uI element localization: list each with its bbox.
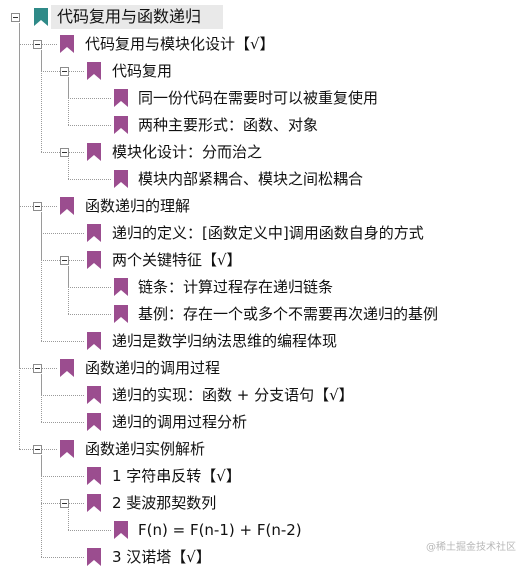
tree-connector [41, 341, 84, 342]
collapse-toggle[interactable] [33, 364, 42, 373]
tree-connector [41, 233, 84, 234]
collapse-toggle[interactable] [33, 202, 42, 211]
bookmark-icon [113, 115, 129, 135]
watermark: @稀土掘金技术社区 [426, 542, 516, 553]
bookmark-icon [86, 547, 102, 567]
tree-connector [68, 179, 111, 180]
bookmark-icon [86, 331, 102, 351]
node-label[interactable]: 递归的实现：函数 + 分支语句【√】 [112, 386, 354, 404]
tree-connector [68, 77, 69, 125]
node-label[interactable]: 基例：存在一个或多个不需要再次递归的基例 [138, 305, 439, 323]
tree-connector [68, 530, 111, 531]
node-label[interactable]: 2 斐波那契数列 [112, 494, 217, 512]
collapse-toggle[interactable] [60, 256, 69, 265]
node-label[interactable]: 1 字符串反转【√】 [112, 467, 241, 485]
tree-connector [41, 212, 42, 341]
node-label[interactable]: F(n) = F(n-1) + F(n-2) [138, 521, 302, 539]
selected-row-highlight [51, 5, 223, 29]
tree-connector [68, 158, 69, 179]
node-label[interactable]: 函数递归实例解析 [85, 440, 206, 458]
bookmark-icon [113, 277, 129, 297]
tree-connector [41, 455, 42, 557]
bookmark-icon [86, 250, 102, 270]
bookmark-icon [33, 7, 49, 27]
bookmark-icon [86, 142, 102, 162]
bookmark-icon [86, 223, 102, 243]
node-label[interactable]: 代码复用与模块化设计【√】 [85, 35, 275, 53]
node-label[interactable]: 函数递归的调用过程 [85, 359, 221, 377]
tree-connector [41, 557, 84, 558]
tree-connector [19, 23, 20, 449]
node-label[interactable]: 模块化设计：分而治之 [112, 143, 263, 161]
tree-connector [68, 314, 111, 315]
tree-connector [41, 476, 84, 477]
bookmark-icon [59, 358, 75, 378]
node-label[interactable]: 递归的定义：[函数定义中]调用函数自身的方式 [112, 224, 424, 242]
bookmark-icon [59, 439, 75, 459]
node-label[interactable]: 函数递归的理解 [85, 197, 191, 215]
tree-connector [68, 509, 69, 530]
node-label[interactable]: 递归的调用过程分析 [112, 413, 248, 431]
collapse-toggle[interactable] [60, 148, 69, 157]
node-label[interactable]: 递归是数学归纳法思维的编程体现 [112, 332, 338, 350]
collapse-toggle[interactable] [11, 13, 20, 22]
node-label[interactable]: 同一份代码在需要时可以被重复使用 [138, 89, 379, 107]
node-label[interactable]: 链条：计算过程存在递归链条 [138, 278, 334, 296]
bookmark-icon [113, 169, 129, 189]
tree-connector [41, 422, 84, 423]
node-label[interactable]: 3 汉诺塔【√】 [112, 548, 211, 566]
node-label[interactable]: 模块内部紧耦合、模块之间松耦合 [138, 170, 364, 188]
collapse-toggle[interactable] [33, 445, 42, 454]
bookmark-icon [59, 196, 75, 216]
collapse-toggle[interactable] [60, 67, 69, 76]
collapse-toggle[interactable] [33, 40, 42, 49]
collapse-toggle[interactable] [60, 499, 69, 508]
tree-connector [41, 50, 42, 152]
bookmark-icon [86, 385, 102, 405]
tree-connector [68, 266, 69, 314]
tree-connector [68, 287, 111, 288]
node-label[interactable]: 代码复用 [112, 62, 173, 80]
bookmark-icon [86, 61, 102, 81]
tree-connector [68, 125, 111, 126]
bookmark-icon [59, 34, 75, 54]
node-label[interactable]: 两个关键特征【√】 [112, 251, 242, 269]
node-label[interactable]: 代码复用与函数递归 [57, 7, 202, 26]
node-label[interactable]: 两种主要形式：函数、对象 [138, 116, 319, 134]
outline-tree: 代码复用与函数递归代码复用与模块化设计【√】代码复用同一份代码在需要时可以被重复… [11, 5, 439, 566]
tree-connector [41, 374, 42, 422]
bookmark-icon [113, 520, 129, 540]
bookmark-icon [86, 412, 102, 432]
tree-connector [68, 98, 111, 99]
bookmark-icon [113, 304, 129, 324]
bookmark-icon [86, 466, 102, 486]
tree-connector [41, 395, 84, 396]
bookmark-icon [113, 88, 129, 108]
bookmark-icon [86, 493, 102, 513]
